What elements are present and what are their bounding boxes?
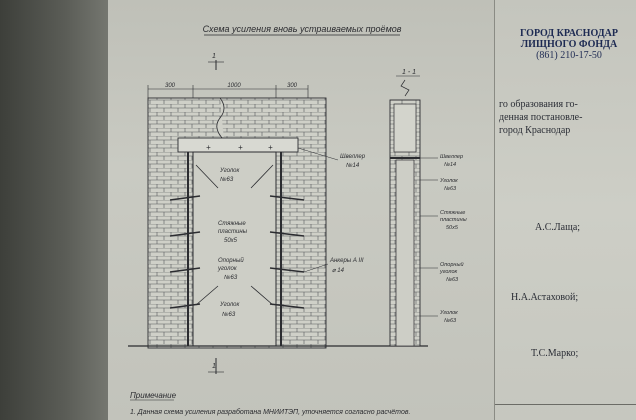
svg-text:пластины: пластины (218, 229, 248, 235)
svg-text:№14: №14 (444, 162, 456, 168)
section-opening (395, 159, 415, 347)
section-lintel (393, 103, 417, 153)
dim-left: 300 (165, 83, 176, 89)
svg-text:пластины: пластины (440, 217, 467, 223)
section-label-angle-bottom: Уголок (439, 310, 458, 316)
svg-text:№63: №63 (446, 277, 459, 283)
svg-text:1: 1 (212, 363, 216, 370)
cut-mark-top-label: 1 (212, 53, 216, 60)
binder-shadow (0, 0, 120, 420)
strap-plates (169, 195, 305, 309)
letterhead-line-2: ЛИЩНОГО ФОНДА (520, 39, 618, 50)
svg-text:№63: №63 (444, 318, 457, 324)
svg-text:№14: №14 (346, 162, 360, 169)
svg-text:уголок: уголок (439, 269, 457, 275)
label-anchors: Анкеры А III (329, 258, 364, 264)
svg-text:50x5: 50x5 (224, 238, 238, 244)
dim-mid: 1000 (227, 83, 241, 89)
diagonal-braces (195, 164, 274, 306)
label-angle-bottom: Уголок (219, 302, 241, 308)
svg-text:+: + (206, 143, 211, 152)
drawing-sheet: Схема усиления вновь устраиваемых проёмо… (108, 0, 494, 420)
svg-text:50x5: 50x5 (446, 225, 459, 231)
section-label-angle: Уголок (439, 178, 458, 184)
svg-text:№63: №63 (222, 311, 236, 318)
body-text: го образования го- денная постановле- го… (499, 99, 583, 136)
note-line: 1. Данная схема усиления разработана МНИ… (130, 408, 410, 416)
signatory-1: А.С.Лаща; (535, 222, 581, 233)
svg-text:+: + (268, 143, 273, 152)
svg-text:+: + (238, 143, 243, 152)
section-label: 1 - 1 (402, 69, 416, 76)
section-leaders (420, 157, 438, 317)
reinforcement-drawing: Схема усиления вновь устраиваемых проёмо… (128, 24, 467, 416)
label-straps: Стяжные (218, 221, 246, 227)
label-channel: Швеллер (340, 154, 366, 160)
signatory-3: Т.С.Марко; (531, 348, 579, 359)
letterhead-line-1: ГОРОД КРАСНОДАР (520, 28, 618, 39)
dim-right: 300 (287, 83, 298, 89)
section-label-support: Опорный (440, 261, 464, 268)
letterhead-phone: (861) 210-17-50 (536, 50, 602, 61)
svg-text:№63: №63 (220, 176, 234, 183)
svg-text:⌀ 14: ⌀ 14 (332, 268, 345, 274)
section-label-channel: Швеллер (440, 154, 463, 160)
section-label-straps: Стяжные (440, 210, 465, 216)
drawing-title: Схема усиления вновь устраиваемых проёмо… (203, 24, 402, 34)
signatory-2: Н.А.Астаховой; (511, 292, 579, 303)
svg-text:уголок: уголок (217, 266, 238, 272)
svg-text:№63: №63 (444, 186, 457, 192)
label-support-angle: Опорный (218, 257, 244, 264)
svg-text:№63: №63 (224, 274, 238, 281)
letterhead: ГОРОД КРАСНОДАР ЛИЩНОГО ФОНДА (861) 210-… (501, 28, 636, 61)
label-angle-top: Уголок (219, 168, 241, 174)
footer-rule (495, 404, 636, 405)
note-title: Примечание (130, 391, 177, 400)
right-document-page: ГОРОД КРАСНОДАР ЛИЩНОГО ФОНДА (861) 210-… (494, 0, 636, 420)
break-line (216, 97, 225, 141)
